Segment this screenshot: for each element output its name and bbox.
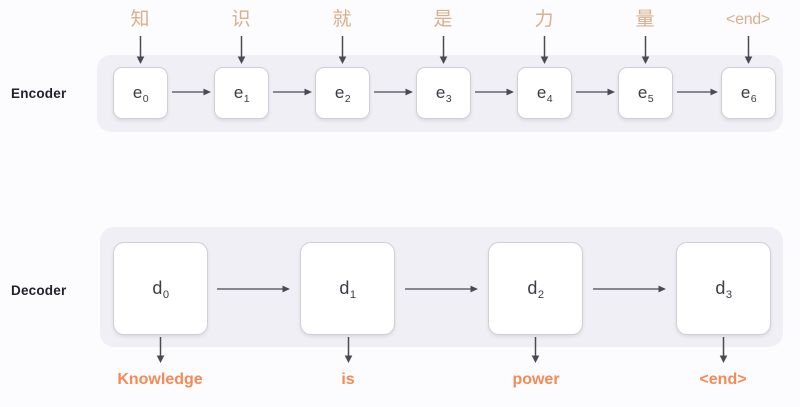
decoder-cell-2[interactable]: d2 (488, 242, 583, 335)
encoder-flow-arrow-3 (475, 87, 515, 97)
encoder-input-arrow-0 (136, 36, 145, 65)
encoder-input-arrow-1 (237, 36, 246, 65)
encoder-cell-4-text: e4 (536, 83, 553, 105)
encoder-input-token-0: 知 (130, 9, 150, 30)
encoder-input-arrow-3 (439, 36, 448, 65)
encoder-input-token-2: 就 (332, 9, 352, 30)
decoder-cell-3-text: d3 (715, 278, 733, 301)
encoder-cell-5[interactable]: e5 (618, 67, 673, 119)
encoder-input-arrow-5 (641, 36, 650, 65)
encoder-row-label: Encoder (11, 86, 67, 101)
encoder-cell-2-text: e2 (334, 83, 351, 105)
encoder-input-token-1: 识 (231, 9, 251, 30)
encoder-cell-6-text: e6 (740, 83, 757, 105)
encoder-input-token-5: 量 (635, 9, 655, 30)
decoder-row-label: Decoder (11, 283, 67, 298)
encoder-cell-5-text: e5 (637, 83, 654, 105)
decoder-flow-arrow-1 (405, 284, 479, 294)
decoder-cell-3[interactable]: d3 (676, 242, 771, 335)
encoder-cell-3-text: e3 (435, 83, 452, 105)
decoder-output-token-2: power (512, 371, 560, 388)
decoder-cell-1-text: d1 (339, 278, 357, 301)
encoder-cell-0[interactable]: e0 (113, 67, 168, 119)
encoder-input-token-3: 是 (433, 9, 453, 30)
decoder-panel (100, 227, 783, 347)
decoder-flow-arrow-0 (217, 284, 291, 294)
encoder-input-token-6: <end> (726, 11, 770, 28)
encoder-input-arrow-2 (338, 36, 347, 65)
encoder-cell-3[interactable]: e3 (416, 67, 471, 119)
decoder-cell-0-text: d0 (152, 278, 170, 301)
decoder-cell-0[interactable]: d0 (113, 242, 208, 335)
encoder-flow-arrow-0 (172, 87, 212, 97)
decoder-output-arrow-3 (719, 337, 728, 364)
encoder-cell-4[interactable]: e4 (517, 67, 572, 119)
encoder-cell-2[interactable]: e2 (315, 67, 370, 119)
encoder-input-arrow-6 (744, 36, 753, 65)
encoder-cell-0-text: e0 (132, 83, 149, 105)
encoder-cell-1[interactable]: e1 (214, 67, 269, 119)
encoder-cell-1-text: e1 (233, 83, 250, 105)
encoder-flow-arrow-2 (374, 87, 414, 97)
encoder-input-arrow-4 (540, 36, 549, 65)
encoder-input-token-4: 力 (534, 9, 554, 30)
encoder-flow-arrow-4 (576, 87, 616, 97)
decoder-output-token-3: <end> (699, 371, 747, 388)
decoder-output-arrow-0 (156, 337, 165, 364)
decoder-output-token-1: is (341, 371, 355, 388)
decoder-cell-1[interactable]: d1 (300, 242, 395, 335)
encoder-cell-6[interactable]: e6 (721, 67, 776, 119)
decoder-flow-arrow-2 (593, 284, 667, 294)
decoder-cell-2-text: d2 (527, 278, 545, 301)
encoder-flow-arrow-5 (677, 87, 719, 97)
decoder-output-arrow-1 (344, 337, 353, 364)
decoder-output-token-0: Knowledge (117, 371, 203, 388)
decoder-output-arrow-2 (531, 337, 540, 364)
encoder-flow-arrow-1 (273, 87, 313, 97)
